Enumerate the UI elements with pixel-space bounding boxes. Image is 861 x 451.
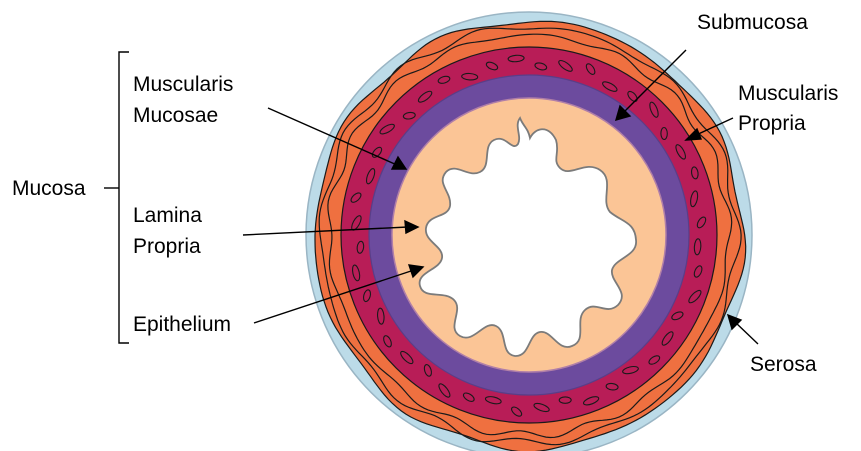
- label-serosa: Serosa: [750, 353, 817, 376]
- label-muscularis-propria-line1: Muscularis: [738, 82, 838, 105]
- label-mucosa: Mucosa: [12, 177, 86, 200]
- label-muscularis-mucosae-line2: Mucosae: [133, 104, 218, 127]
- label-lamina-propria-line1: Lamina: [133, 204, 202, 227]
- label-epithelium: Epithelium: [133, 313, 231, 336]
- label-submucosa: Submucosa: [697, 11, 808, 34]
- wall-layers: [306, 12, 752, 451]
- label-muscularis-mucosae-line1: Muscularis: [133, 73, 233, 96]
- serosa-pointer: [728, 315, 758, 344]
- label-muscularis-propria-line2: Propria: [738, 112, 806, 135]
- label-lamina-propria-line2: Propria: [133, 235, 201, 258]
- mucosa-bracket: [104, 52, 129, 343]
